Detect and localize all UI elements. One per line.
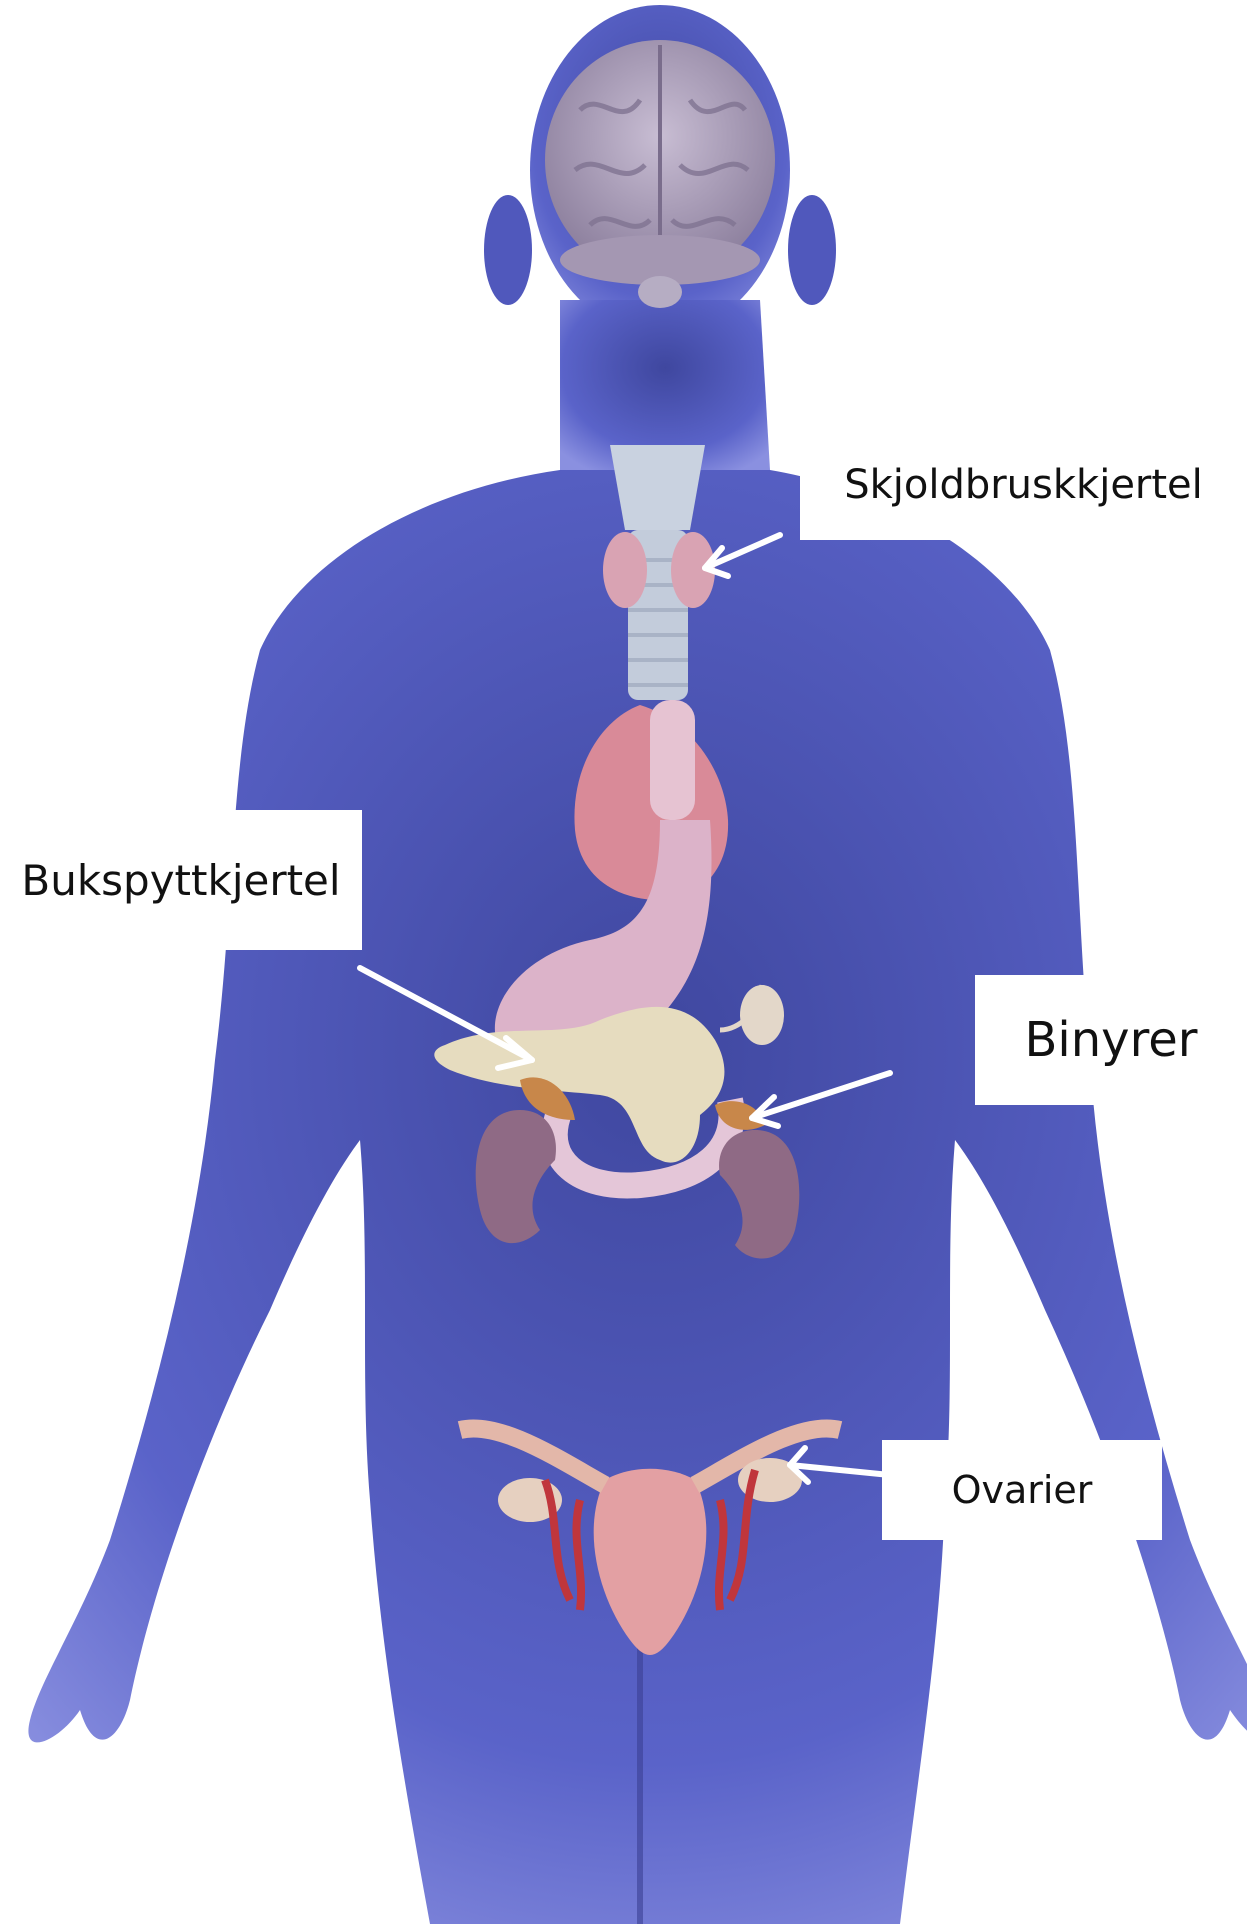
pancreas-label: Bukspyttkjertel xyxy=(0,810,362,950)
ovary-label: Ovarier xyxy=(882,1440,1162,1540)
ovary-label-text: Ovarier xyxy=(952,1468,1093,1512)
brain-illustration xyxy=(545,40,775,308)
thyroid-label-text: Skjoldbruskkjertel xyxy=(844,462,1203,508)
adrenal-label: Binyrer xyxy=(975,975,1247,1105)
adrenal-label-text: Binyrer xyxy=(1024,1012,1197,1068)
pancreas-label-text: Bukspyttkjertel xyxy=(21,856,340,905)
thyroid-label: Skjoldbruskkjertel xyxy=(800,430,1247,540)
